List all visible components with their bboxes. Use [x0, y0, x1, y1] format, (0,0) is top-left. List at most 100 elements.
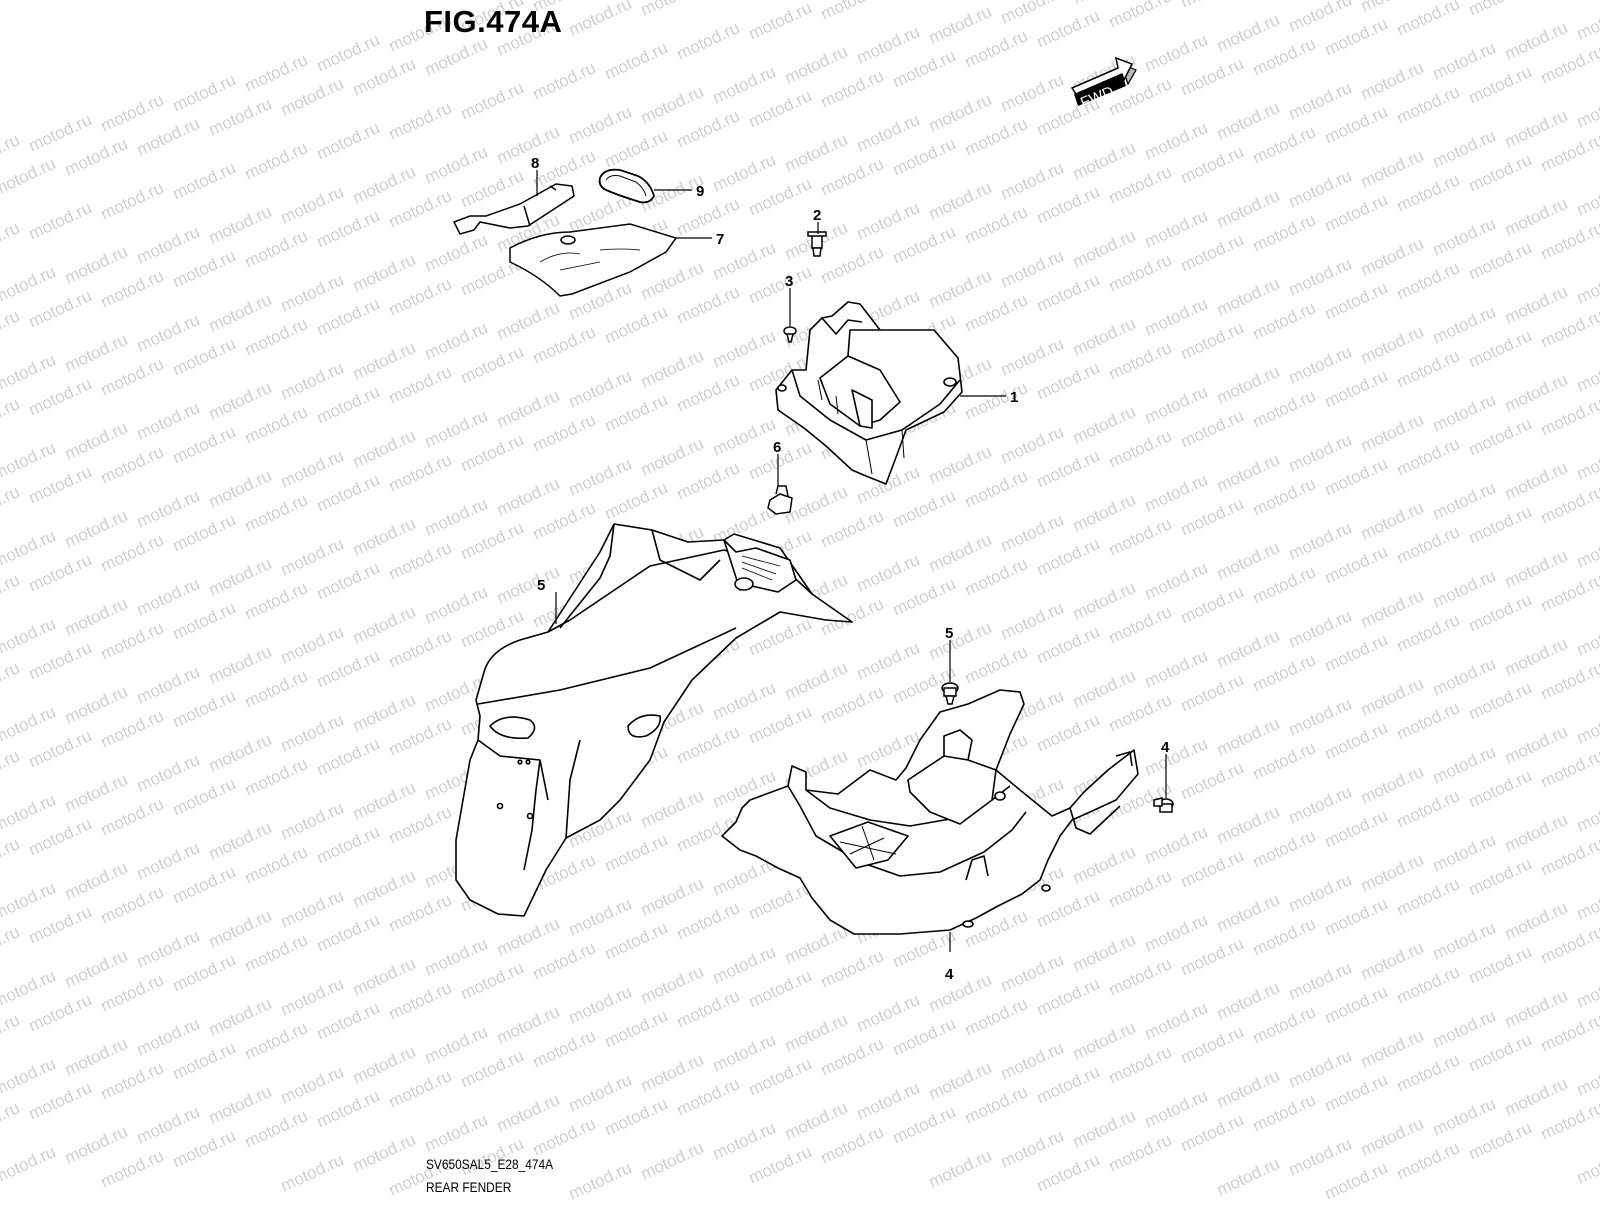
watermark-text: motod.ru [1538, 746, 1600, 792]
watermark-text: motod.ru [170, 950, 239, 996]
watermark-text: motod.ru [1466, 150, 1535, 196]
watermark-text: motod.ru [26, 286, 95, 332]
watermark-text: motod.ru [1430, 126, 1499, 172]
watermark-text: motod.ru [890, 134, 959, 180]
watermark-text: motod.ru [170, 1126, 239, 1172]
part-6-rear-fender [455, 523, 853, 917]
watermark-text: motod.ru [1250, 34, 1319, 80]
watermark-text: motod.ru [62, 1122, 131, 1168]
watermark-text: motod.ru [0, 350, 58, 396]
watermark-text: motod.ru [170, 158, 239, 204]
watermark-text: motod.ru [1574, 878, 1600, 924]
watermark-text: motod.ru [854, 550, 923, 596]
watermark-text: motod.ru [350, 1130, 419, 1176]
watermark-text: motod.ru [422, 582, 491, 628]
watermark-text: motod.ru [170, 70, 239, 116]
watermark-text: motod.ru [386, 890, 455, 936]
watermark-text: motod.ru [890, 574, 959, 620]
watermark-text: motod.ru [134, 114, 203, 160]
watermark-text: motod.ru [530, 322, 599, 368]
watermark-text: motod.ru [1070, 314, 1139, 360]
watermark-text: motod.ru [1286, 782, 1355, 828]
watermark-text: motod.ru [1394, 346, 1463, 392]
watermark-text: motod.ru [206, 994, 275, 1040]
watermark-text: motod.ru [1322, 982, 1391, 1028]
watermark-text: motod.ru [1178, 406, 1247, 452]
watermark-text: motod.ru [1322, 718, 1391, 764]
watermark-text: motod.ru [458, 958, 527, 1004]
watermark-text: motod.ru [278, 446, 347, 492]
watermark-text: motod.ru [422, 1110, 491, 1156]
watermark-text: motod.ru [1574, 438, 1600, 484]
callout-4: 4 [945, 966, 954, 983]
watermark-text: motod.ru [0, 878, 58, 924]
watermark-text: motod.ru [1250, 210, 1319, 256]
callout-1: 1 [1010, 389, 1018, 406]
watermark-text: motod.ru [26, 462, 95, 508]
watermark-text: motod.ru [1034, 182, 1103, 228]
watermark-text: motod.ru [890, 46, 959, 92]
callouts: 8 9 7 2 3 1 6 5 5 4 4 [531, 155, 1170, 983]
watermark-text: motod.ru [134, 574, 203, 620]
watermark-text: motod.ru [566, 982, 635, 1028]
callout-3: 3 [785, 273, 793, 290]
watermark-text: motod.ru [0, 526, 58, 572]
watermark-text: motod.ru [1070, 402, 1139, 448]
watermark-text: motod.ru [134, 310, 203, 356]
watermark-text: motod.ru [602, 390, 671, 436]
watermark-text: motod.ru [1430, 302, 1499, 348]
watermark-text: motod.ru [1322, 102, 1391, 148]
part-2-bolt [807, 231, 827, 257]
watermark-text: motod.ru [1070, 578, 1139, 624]
watermark-text: motod.ru [962, 554, 1031, 600]
watermark-text: motod.ru [926, 90, 995, 136]
watermark-text: motod.ru [530, 410, 599, 456]
watermark-text: motod.ru [674, 722, 743, 768]
watermark-text: motod.ru [26, 1078, 95, 1124]
watermark-text: motod.ru [1070, 226, 1139, 272]
watermark-text: motod.ru [1214, 978, 1283, 1024]
watermark-text: motod.ru [1358, 234, 1427, 280]
watermark-text: motod.ru [1322, 542, 1391, 588]
watermark-text: motod.ru [278, 358, 347, 404]
watermark-text: motod.ru [1538, 834, 1600, 880]
watermark-text: motod.ru [1106, 866, 1175, 912]
watermark-text: motod.ru [1574, 790, 1600, 836]
watermark-text: motod.ru [1214, 450, 1283, 496]
watermark-text: motod.ru [1178, 230, 1247, 276]
watermark-text: motod.ru [1178, 582, 1247, 628]
watermark-text: motod.ru [26, 638, 95, 684]
watermark-text: motod.ru [674, 18, 743, 64]
watermark-text: motod.ru [710, 1030, 779, 1076]
watermark-text: motod.ru [854, 1078, 923, 1124]
watermark-text: motod.ru [206, 466, 275, 512]
watermark-text: motod.ru [1394, 962, 1463, 1008]
watermark-text: motod.ru [1574, 174, 1600, 220]
watermark-text: motod.ru [1106, 514, 1175, 560]
watermark-text: motod.ru [386, 450, 455, 496]
watermark-text: motod.ru [1322, 630, 1391, 676]
watermark-text: motod.ru [530, 1114, 599, 1160]
watermark-text: motod.ru [1394, 170, 1463, 216]
watermark-text: motod.ru [1466, 1118, 1535, 1164]
watermark-text: motod.ru [1250, 122, 1319, 168]
watermark-text: motod.ru [1538, 130, 1600, 176]
watermark-text: motod.ru [1070, 930, 1139, 976]
watermark-text: motod.ru [1178, 1110, 1247, 1156]
watermark-text: motod.ru [1250, 298, 1319, 344]
watermark-text: motod.ru [98, 1146, 167, 1192]
watermark-text: motod.ru [962, 290, 1031, 336]
watermark-text: motod.ru [890, 1102, 959, 1148]
watermark-text: motod.ru [278, 182, 347, 228]
watermark-text: motod.ru [1430, 830, 1499, 876]
watermark-text: motod.ru [62, 858, 131, 904]
watermark-text: motod.ru [1394, 82, 1463, 128]
watermark-text: motod.ru [782, 1098, 851, 1144]
watermark-text: motod.ru [1178, 494, 1247, 540]
watermark-text: motod.ru [494, 1002, 563, 1048]
figure-name: REAR FENDER [426, 1179, 512, 1195]
watermark-text: motod.ru [0, 1142, 58, 1188]
part-4-inner-fender [721, 689, 1139, 935]
watermark-text: motod.ru [1142, 734, 1211, 780]
